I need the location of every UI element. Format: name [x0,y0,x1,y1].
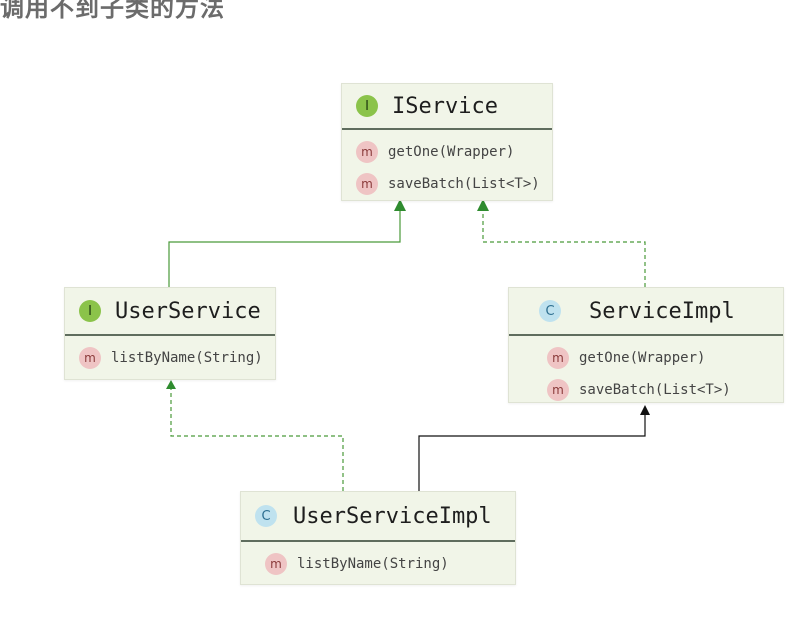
node-userserviceimpl[interactable]: C UserServiceImpl m listByName(String) [240,491,516,585]
class-icon: C [539,300,561,322]
node-methods: m listByName(String) [241,542,515,586]
node-userservice[interactable]: I UserService m listByName(String) [64,287,276,380]
method-signature: saveBatch(List<T>) [388,176,540,192]
edge-serviceimpl-iservice [482,210,646,287]
interface-icon: I [79,300,101,322]
method-icon: m [79,347,101,369]
node-name: IService [392,93,498,119]
node-name: ServiceImpl [589,298,735,324]
node-methods: m getOne(Wrapper) m saveBatch(List<T>) [342,130,552,206]
method-row: m getOne(Wrapper) [547,342,769,374]
node-name: UserService [115,298,261,324]
method-signature: listByName(String) [297,556,449,572]
method-row: m saveBatch(List<T>) [356,168,540,200]
method-signature: saveBatch(List<T>) [579,382,731,398]
edge-userservice-iservice [168,210,401,287]
method-row: m saveBatch(List<T>) [547,374,769,406]
method-icon: m [547,379,569,401]
method-signature: getOne(Wrapper) [388,144,515,160]
node-methods: m getOne(Wrapper) m saveBatch(List<T>) [509,336,783,412]
method-icon: m [356,173,378,195]
method-row: m listByName(String) [79,342,263,374]
method-signature: listByName(String) [111,350,263,366]
method-row: m getOne(Wrapper) [356,136,538,168]
arrowhead-userserviceimpl-userservice [166,380,176,389]
method-icon: m [547,347,569,369]
node-header: I IService [342,84,552,130]
node-methods: m listByName(String) [65,336,275,380]
method-icon: m [265,553,287,575]
page-title: 调用不到子类的方法 [0,0,225,22]
node-serviceimpl[interactable]: C ServiceImpl m getOne(Wrapper) m saveBa… [508,287,784,403]
edge-userserviceimpl-serviceimpl [418,414,646,491]
interface-icon: I [356,95,378,117]
arrowhead-userserviceimpl-serviceimpl [640,405,650,415]
method-signature: getOne(Wrapper) [579,350,706,366]
arrowhead-serviceimpl-iservice [477,199,489,211]
node-header: I UserService [65,288,275,336]
class-icon: C [255,505,277,527]
method-row: m listByName(String) [265,548,501,580]
edge-userserviceimpl-userservice [170,388,344,491]
node-header: C UserServiceImpl [241,492,515,542]
method-icon: m [356,141,378,163]
node-header: C ServiceImpl [509,288,783,336]
node-iservice[interactable]: I IService m getOne(Wrapper) m saveBatch… [341,83,553,201]
arrowhead-userservice-iservice [394,199,406,211]
node-name: UserServiceImpl [293,503,492,529]
